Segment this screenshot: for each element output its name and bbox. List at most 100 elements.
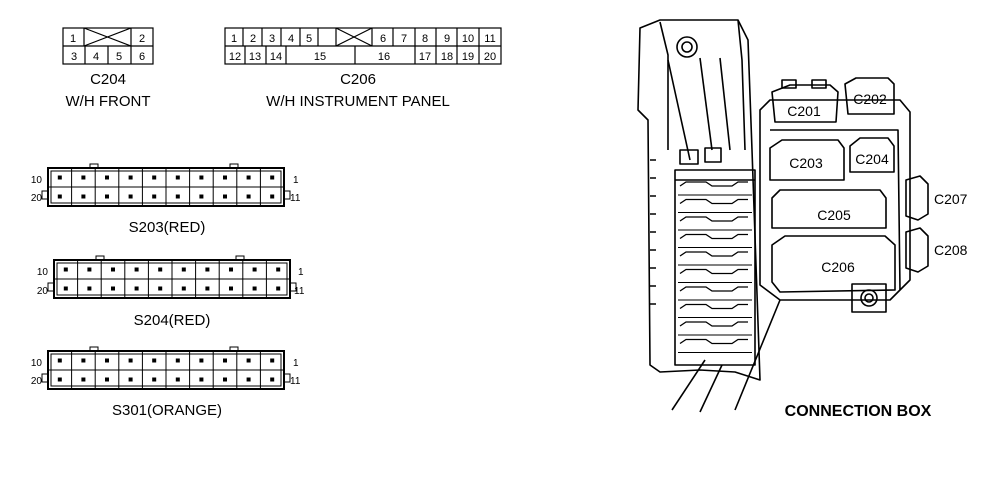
c206-pin-10: 10 [462, 33, 474, 45]
c204-pin-4: 4 [93, 51, 99, 63]
splice-pin-dot [105, 194, 109, 199]
c206-pin-16: 16 [378, 51, 390, 63]
c206-pin-5: 5 [306, 33, 312, 45]
box-label-c201: C201 [787, 103, 821, 119]
splice-pin-dot [81, 175, 86, 180]
connection-box-illustration [637, 19, 929, 413]
splice-pin-dot [152, 377, 157, 382]
splice-pin-dot [175, 377, 180, 382]
c206-pin-18: 18 [441, 51, 453, 63]
c206-pin-1: 1 [231, 33, 237, 45]
splice-pin-dot [81, 377, 86, 382]
splice-s203-pin-20: 20 [31, 193, 43, 204]
fuse-slot [679, 321, 748, 327]
splice-pin-dot [270, 358, 275, 363]
splice-pin-dot [175, 358, 180, 363]
c206-pin-12: 12 [229, 51, 241, 63]
c206-connector [224, 27, 502, 65]
splice-pin-dot [270, 194, 275, 199]
fuse-slot [679, 198, 748, 205]
c206-code: C206 [340, 71, 376, 88]
splice-s204-pin-11: 11 [294, 286, 305, 297]
splice-pin-dot [57, 175, 62, 180]
splice-pin-dot [105, 175, 109, 180]
c204-connector [62, 27, 154, 65]
c206-pin-7: 7 [401, 33, 407, 45]
c206-pin-6: 6 [380, 33, 386, 45]
splice-pin-dot [223, 194, 227, 199]
splice-s301-pin-20: 20 [31, 376, 43, 387]
splice-s301-pin-11: 11 [290, 376, 301, 387]
splice-pin-dot [128, 175, 133, 180]
c206-pin-2: 2 [250, 33, 256, 45]
fuse-slot [679, 181, 748, 187]
c204-code: C204 [90, 71, 126, 88]
splice-pin-dot [87, 267, 92, 272]
c206-name: W/H INSTRUMENT PANEL [266, 93, 450, 110]
fuse-slot [679, 338, 748, 345]
c204-pin-6: 6 [139, 51, 145, 63]
box-label-c202: C202 [853, 91, 887, 107]
splice-pin-dot [57, 377, 62, 382]
splice-pin-dot [158, 286, 163, 291]
fuse-slot [679, 251, 748, 257]
splice-s203-pin-10: 10 [31, 175, 43, 186]
splice-pin-dot [152, 358, 157, 363]
splice-s203-pin-11: 11 [290, 193, 301, 204]
splice-pin-dot [246, 377, 251, 382]
fuse-slot [679, 216, 748, 222]
splice-s204-pin-1: 1 [298, 267, 304, 278]
c206-pin-20: 20 [484, 51, 496, 63]
box-label-c206: C206 [821, 259, 855, 275]
splice-pin-dot [111, 286, 115, 291]
splice-pin-dot [134, 267, 139, 272]
splice-pin-dot [175, 175, 180, 180]
splice-pin-dot [270, 175, 275, 180]
splice-pin-dot [229, 267, 233, 272]
splice-pin-dot [246, 358, 251, 363]
splice-pin-dot [134, 286, 139, 291]
fuse-slot [679, 286, 748, 292]
splice-pin-dot [128, 377, 133, 382]
fuse-slot [679, 268, 748, 275]
connection-box-title: CONNECTION BOX [785, 403, 932, 420]
c204-pin-2: 2 [139, 33, 145, 45]
splice-pin-dot [229, 286, 233, 291]
splice-pin-dot [199, 175, 204, 180]
splice-pin-dot [205, 286, 210, 291]
splice-pin-dot [199, 194, 204, 199]
splice-pin-dot [181, 286, 186, 291]
splice-pin-dot [246, 194, 251, 199]
splice-s204-pin-10: 10 [37, 267, 49, 278]
splice-s203 [41, 163, 291, 207]
fuse-slot [679, 303, 748, 310]
splice-pin-dot [181, 267, 186, 272]
c206-pin-15: 15 [314, 51, 326, 63]
fuse-rows [678, 181, 752, 353]
splice-s301-pin-10: 10 [31, 358, 43, 369]
splice-pin-dot [57, 194, 62, 199]
box-label-c203: C203 [789, 155, 823, 171]
c206-pin-11: 11 [484, 33, 495, 45]
c206-pin-4: 4 [288, 33, 294, 45]
box-label-c207: C207 [934, 191, 968, 207]
splice-pin-dot [223, 175, 227, 180]
box-label-c204: C204 [855, 151, 889, 167]
splice-pin-dot [199, 377, 204, 382]
splice-pin-dot [105, 377, 109, 382]
splice-pin-dot [152, 194, 157, 199]
c204-pin-1: 1 [70, 33, 76, 45]
splice-pin-dot [205, 267, 210, 272]
splice-pin-dot [276, 286, 281, 291]
splice-pin-dot [57, 358, 62, 363]
c206-pin-14: 14 [270, 51, 282, 63]
splice-pin-dot [128, 194, 133, 199]
splice-pin-dot [276, 267, 281, 272]
splice-pin-dot [252, 267, 257, 272]
splice-pin-dot [81, 358, 86, 363]
splice-s204-pin-20: 20 [37, 286, 49, 297]
splice-s203-label: S203(RED) [129, 219, 206, 236]
box-label-c205: C205 [817, 207, 851, 223]
splice-pin-dot [63, 267, 68, 272]
splice-s203-pin-1: 1 [293, 175, 299, 186]
